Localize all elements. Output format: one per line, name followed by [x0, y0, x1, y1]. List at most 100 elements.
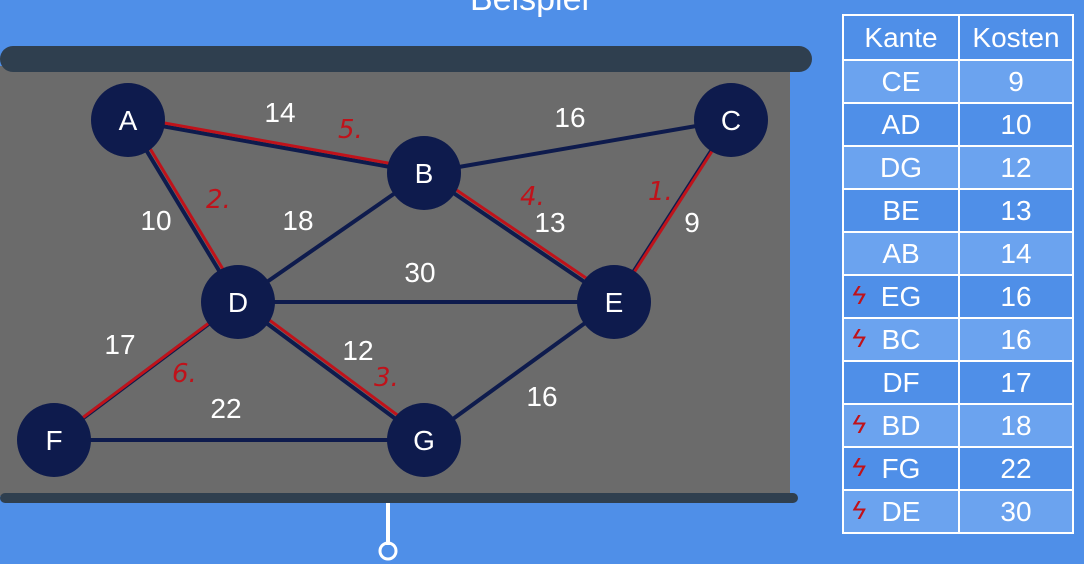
table-row: CE 9: [842, 59, 1074, 104]
table-header-row: Kante Kosten: [842, 14, 1074, 61]
selection-order-a-b: 5.: [338, 115, 363, 145]
edge-b-d: [236, 171, 426, 304]
kante-label: AD: [881, 108, 921, 140]
cell-kosten: 16: [958, 317, 1074, 362]
cell-kosten: 17: [958, 360, 1074, 405]
cell-kosten: 30: [958, 489, 1074, 534]
selection-order-a-d: 2.: [206, 185, 231, 215]
cell-kosten: 22: [958, 446, 1074, 491]
edge-weight-b-c: 16: [554, 102, 585, 133]
edge-weight-a-d: 10: [140, 205, 171, 236]
node-circle: [201, 265, 275, 339]
cell-kosten: 9: [958, 59, 1074, 104]
selection-order-c-e: 1.: [648, 177, 673, 207]
cell-kosten: 18: [958, 403, 1074, 448]
edge-weight-f-g: 22: [210, 393, 241, 424]
rejected-mark-icon: ϟ: [852, 280, 866, 310]
kante-label: BC: [881, 323, 921, 355]
node-label: E: [605, 287, 624, 318]
node-g: G: [387, 403, 461, 477]
selected-edge-a-b: [130, 115, 428, 172]
node-a: A: [91, 83, 165, 157]
node-c: C: [694, 83, 768, 157]
node-circle: [91, 83, 165, 157]
node-d: D: [201, 265, 275, 339]
node-circle: [694, 83, 768, 157]
table-row: DG 12: [842, 145, 1074, 190]
selection-order-b-e: 4.: [520, 182, 545, 212]
node-label: F: [45, 425, 62, 456]
node-b: B: [387, 136, 461, 210]
cell-kante: AD: [842, 102, 960, 147]
rejected-mark-icon: ϟ: [852, 323, 866, 353]
selected-edge-b-e: [426, 168, 618, 301]
edge-weight-c-e: 9: [684, 207, 700, 238]
edge-b-c: [423, 118, 732, 175]
cell-kante: CE: [842, 59, 960, 104]
edge-weight-a-b: 14: [264, 97, 295, 128]
header-kosten: Kosten: [958, 14, 1074, 61]
kante-label: AB: [882, 237, 920, 269]
pull-cord-handle[interactable]: [378, 541, 398, 561]
kante-label: FG: [881, 452, 921, 484]
edge-weight-b-e: 13: [534, 207, 565, 238]
edge-weight-e-g: 16: [526, 381, 557, 412]
table-row: ϟ BC 16: [842, 317, 1074, 362]
kante-label: DE: [881, 495, 921, 527]
cell-kante: DG: [842, 145, 960, 190]
table-row: DF 17: [842, 360, 1074, 405]
edge-e-g: [422, 300, 616, 442]
screen-top-roller: [0, 46, 812, 72]
node-circle: [17, 403, 91, 477]
node-label: D: [228, 287, 248, 318]
cell-kante: DF: [842, 360, 960, 405]
nodes-layer: A B C D E F G: [17, 83, 768, 477]
cell-kante: AB: [842, 231, 960, 276]
node-circle: [577, 265, 651, 339]
cell-kosten: 10: [958, 102, 1074, 147]
cell-kante: ϟ BD: [842, 403, 960, 448]
node-circle: [387, 403, 461, 477]
rejected-mark-icon: ϟ: [852, 409, 866, 439]
kante-label: CE: [881, 65, 921, 97]
cell-kosten: 14: [958, 231, 1074, 276]
node-label: A: [119, 105, 138, 136]
selection-order-d-g: 3.: [374, 363, 399, 393]
table-row: ϟ DE 30: [842, 489, 1074, 534]
cell-kosten: 16: [958, 274, 1074, 319]
edge-weight-b-d: 18: [282, 205, 313, 236]
node-circle: [387, 136, 461, 210]
node-label: B: [415, 158, 434, 189]
cell-kante: ϟ DE: [842, 489, 960, 534]
edge-b-e: [422, 171, 616, 304]
table-row: ϟ BD 18: [842, 403, 1074, 448]
selection-order-d-f: 6.: [172, 359, 197, 389]
edge-weight-d-e: 30: [404, 257, 435, 288]
table-row: AB 14: [842, 231, 1074, 276]
cell-kosten: 12: [958, 145, 1074, 190]
screen-bottom-bar: [0, 493, 798, 503]
cell-kante: ϟ BC: [842, 317, 960, 362]
node-f: F: [17, 403, 91, 477]
kante-label: DG: [880, 151, 922, 183]
edge-a-b: [127, 118, 425, 175]
node-label: G: [413, 425, 435, 456]
header-kante: Kante: [842, 14, 960, 61]
cell-kante: BE: [842, 188, 960, 233]
edge-weight-d-f: 17: [104, 329, 135, 360]
kante-label: DF: [882, 366, 920, 398]
kante-label: BD: [881, 409, 921, 441]
cell-kosten: 13: [958, 188, 1074, 233]
selected-edge-d-g: [240, 297, 428, 439]
rejected-mark-icon: ϟ: [852, 495, 866, 525]
table-row: AD 10: [842, 102, 1074, 147]
